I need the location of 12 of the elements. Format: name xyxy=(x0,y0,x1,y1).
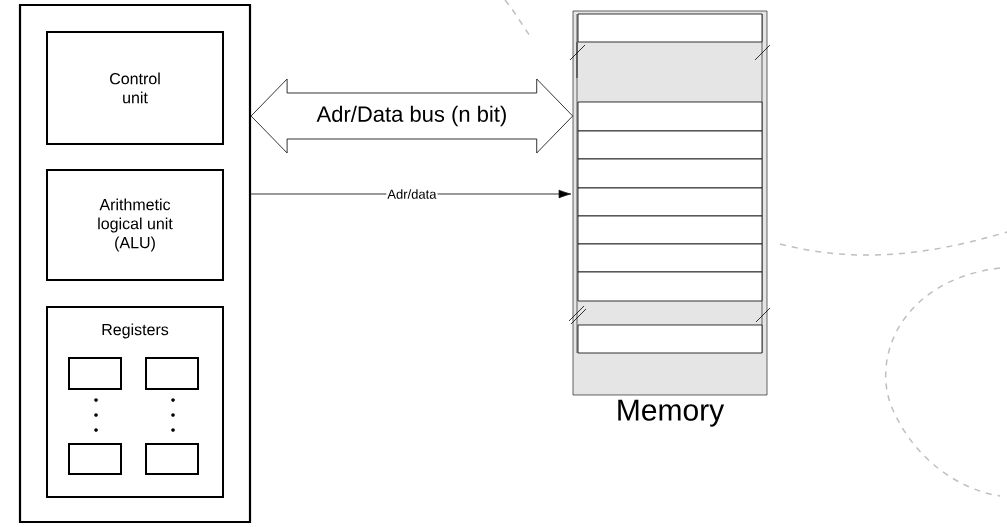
unit-box: Registers xyxy=(46,306,224,498)
unit-box: Arithmetic logical unit (ALU) xyxy=(46,169,224,281)
node-label: Memory xyxy=(618,399,725,427)
edge-label: Adr/data xyxy=(386,188,438,200)
register-box xyxy=(145,357,199,390)
register-box xyxy=(18,3,252,524)
block-arrow xyxy=(250,78,574,154)
register-box xyxy=(68,443,122,475)
register-box xyxy=(68,357,122,390)
register-box xyxy=(145,443,199,475)
unit-box: Control unit xyxy=(46,31,224,145)
edge-label: Adr/Data bus (n bit) xyxy=(316,105,506,127)
